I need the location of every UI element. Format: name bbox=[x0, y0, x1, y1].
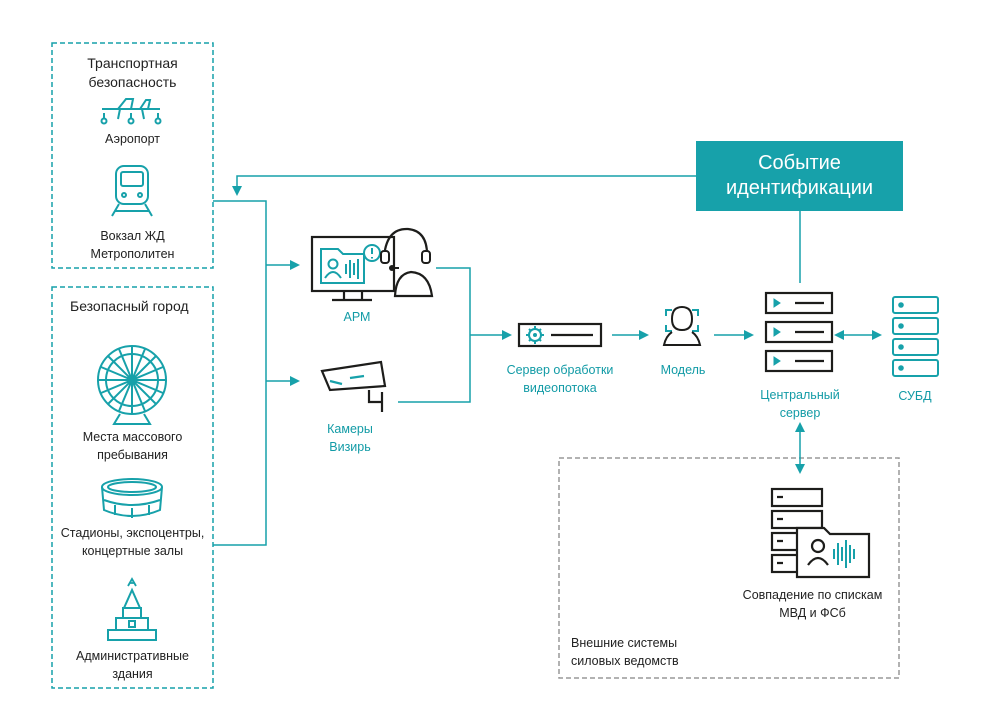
admin-label-line1: Административные bbox=[76, 649, 189, 663]
face-recognition-icon bbox=[662, 305, 702, 346]
station-label: Вокзал ЖД Метрополитен bbox=[52, 227, 213, 263]
cameras-label-line2: Визирь bbox=[329, 440, 371, 454]
external-title-line2: силовых ведомств bbox=[571, 654, 679, 668]
match-label-line2: МВД и ФСб bbox=[779, 606, 846, 620]
match-label: Совпадение по спискам МВД и ФСб bbox=[730, 586, 895, 622]
admin-label: Административные здания bbox=[52, 647, 213, 683]
arm-label: АРМ bbox=[343, 310, 371, 324]
event-line1: Событие bbox=[758, 152, 841, 174]
central-server-label: Центральный сервер bbox=[748, 386, 852, 422]
connector-event-feedback bbox=[232, 175, 696, 196]
admin-label-line2: здания bbox=[112, 667, 153, 681]
station-label-line2: Метрополитен bbox=[90, 247, 175, 261]
external-group-box bbox=[558, 457, 900, 679]
connector-transport-bus bbox=[213, 200, 267, 546]
airplane-icon bbox=[100, 98, 162, 125]
model-label: Модель bbox=[660, 363, 706, 377]
admin-building-icon bbox=[107, 577, 157, 641]
mass-places-line1: Места массового bbox=[82, 430, 183, 444]
video-server-label-line1: Сервер обработки bbox=[506, 363, 614, 377]
cameras-label-line1: Камеры bbox=[327, 422, 373, 436]
video-server-label-line2: видеопотока bbox=[523, 381, 597, 395]
ferris-wheel-icon bbox=[97, 345, 167, 425]
external-title-line1: Внешние системы bbox=[571, 636, 678, 650]
central-server-label-line1: Центральный bbox=[760, 388, 840, 402]
external-match-icon bbox=[770, 487, 871, 579]
event-line2: идентификации bbox=[725, 177, 874, 199]
database-icon bbox=[892, 296, 939, 377]
stadium-icon bbox=[101, 478, 163, 518]
transport-title: Транспортная безопасность bbox=[52, 54, 213, 92]
train-icon bbox=[111, 165, 153, 217]
external-title: Внешние системы силовых ведомств bbox=[571, 634, 731, 670]
central-server-label-line2: сервер bbox=[779, 406, 821, 420]
stadium-label-line1: Стадионы, экспоцентры, bbox=[60, 526, 205, 540]
city-title: Безопасный город bbox=[70, 298, 189, 314]
stadium-label: Стадионы, экспоцентры, концертные залы bbox=[52, 524, 213, 560]
video-server-icon bbox=[517, 322, 603, 348]
city-group-box bbox=[51, 286, 214, 689]
security-camera-icon bbox=[320, 360, 387, 412]
db-label: СУБД bbox=[898, 389, 932, 403]
video-server-label: Сервер обработки видеопотока bbox=[500, 361, 620, 397]
airport-label: Аэропорт bbox=[104, 132, 161, 146]
operator-workstation-icon bbox=[310, 227, 434, 302]
connectors bbox=[213, 175, 882, 546]
transport-title-line1: Транспортная bbox=[87, 55, 178, 71]
mass-places-line2: пребывания bbox=[97, 448, 168, 462]
cameras-label: Камеры Визирь bbox=[310, 420, 390, 456]
match-label-line1: Совпадение по спискам bbox=[742, 588, 883, 602]
mass-places-label: Места массового пребывания bbox=[52, 428, 213, 464]
central-server-icon bbox=[764, 291, 834, 373]
station-label-line1: Вокзал ЖД bbox=[100, 229, 165, 243]
transport-group-box bbox=[51, 42, 214, 269]
transport-title-line2: безопасность bbox=[88, 74, 177, 90]
stadium-label-line2: концертные залы bbox=[81, 544, 184, 558]
identification-event-box: Событие идентификации bbox=[696, 141, 903, 211]
